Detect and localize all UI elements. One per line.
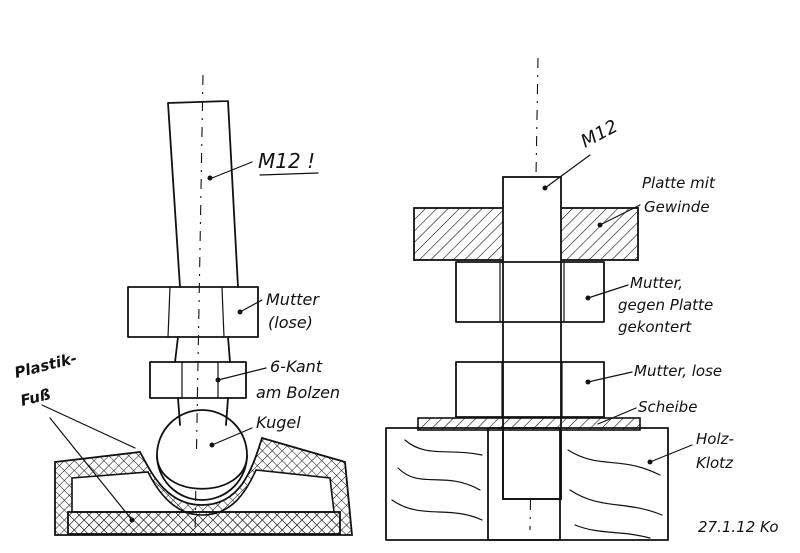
right-label-mutter: Mutter, [630, 274, 683, 292]
right-label-mutter-lose: Mutter, lose [634, 362, 722, 380]
right-rod [502, 176, 562, 500]
left-label-kugel: Kugel [256, 413, 301, 432]
right-washer [417, 417, 641, 431]
left-label-m12: M12 ! [258, 149, 315, 173]
left-base-pad [67, 511, 341, 535]
right-label-gewinde: Gewinde [644, 198, 710, 216]
left-label-lose: (lose) [268, 313, 313, 332]
right-loose-nut [455, 361, 605, 418]
right-label-scheibe: Scheibe [638, 398, 697, 416]
right-label-platte: Platte mit [642, 174, 716, 192]
left-label-plastik: Plastik- [13, 349, 79, 382]
right-label-klotz: Klotz [696, 454, 734, 472]
left-label-fuss: Fuß [19, 385, 53, 410]
left-label-mutter: Mutter [266, 290, 320, 309]
left-hex [149, 361, 247, 399]
right-label-gekontert: gekontert [618, 318, 692, 336]
left-label-am-bolzen: am Bolzen [256, 383, 340, 402]
right-assembly [385, 57, 693, 541]
left-nut [127, 286, 259, 338]
right-counter-nut [455, 261, 605, 323]
left-rod [167, 100, 239, 288]
left-label-6kant: 6-Kant [270, 357, 323, 376]
right-label-gegen-platte: gegen Platte [618, 296, 713, 314]
left-assembly [41, 74, 353, 537]
right-label-holz: Holz- [696, 430, 734, 448]
date-signature: 27.1.12 Ko [698, 518, 779, 536]
right-label-m12: M12 [577, 116, 621, 153]
